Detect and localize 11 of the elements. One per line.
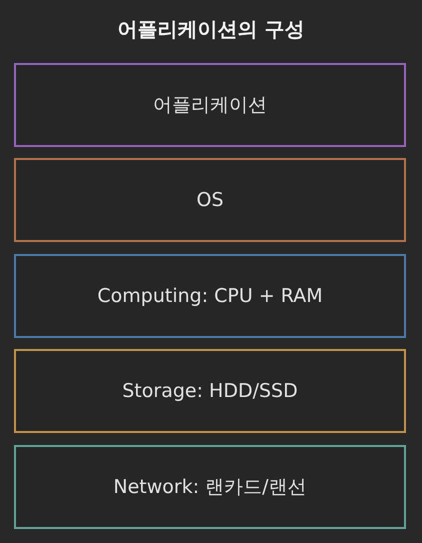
layer-label: Computing: CPU + RAM (97, 284, 323, 308)
layer-label: 어플리케이션 (153, 93, 267, 117)
layer-label: Storage: HDD/SSD (122, 379, 298, 403)
layer-box (14, 349, 406, 433)
layer-label: Network: 랜카드/랜선 (113, 475, 307, 499)
layer-label: OS (196, 188, 224, 212)
layer-box (14, 63, 406, 147)
diagram-title: 어플리케이션의 구성 (116, 16, 306, 43)
layer-box (14, 158, 406, 242)
layer-box (14, 254, 406, 338)
layer-box (14, 445, 406, 529)
